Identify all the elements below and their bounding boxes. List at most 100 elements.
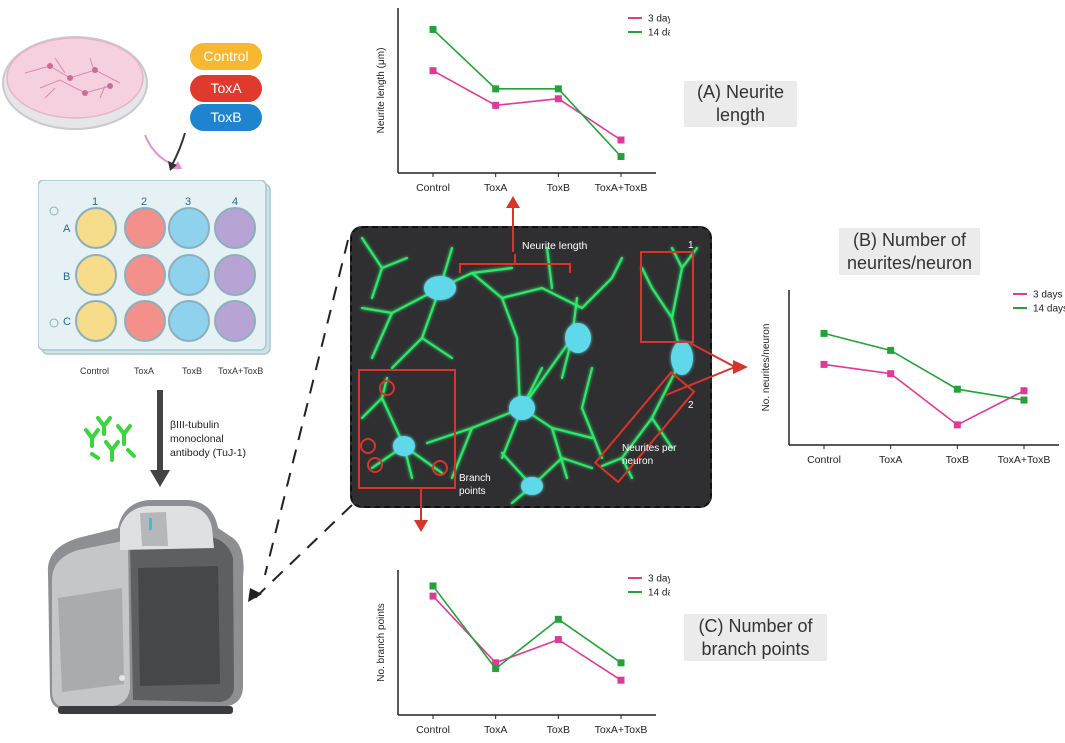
- row-label-c: C: [63, 316, 71, 328]
- antibody-icon: [84, 416, 136, 462]
- x-tick-label: Control: [416, 724, 450, 736]
- panel-c-line2: branch points: [701, 638, 810, 659]
- data-point: [429, 25, 437, 33]
- data-point: [554, 95, 562, 103]
- neurites-line2: neuron: [622, 456, 654, 467]
- antibody-line3: antibody (TuJ-1): [170, 447, 247, 459]
- branch-points-label: Branch points: [459, 472, 491, 498]
- x-tick-label: ToxA+ToxB: [595, 182, 648, 194]
- toxa-pill: ToxA: [190, 75, 262, 102]
- neurite-length-label: Neurite length: [522, 240, 588, 252]
- y-axis-label: No. neurites/neuron: [761, 324, 772, 412]
- data-point: [617, 136, 625, 144]
- toxb-pill: ToxB: [190, 104, 262, 131]
- data-point: [554, 85, 562, 93]
- plate-group-toxa-toxb: ToxA+ToxB: [218, 366, 264, 376]
- arrows-to-plate: [144, 132, 186, 171]
- data-point: [617, 153, 625, 160]
- down-arrow: [150, 390, 170, 487]
- series-line: [432, 595, 622, 681]
- neurites-line1: Neurites per: [622, 443, 677, 454]
- data-point: [492, 665, 500, 673]
- petri-dish: [2, 36, 148, 130]
- legend-label: 14 days: [648, 28, 670, 39]
- legend-label: 3 days: [648, 14, 670, 25]
- well-b3: [168, 254, 210, 296]
- well-a3: [168, 207, 210, 249]
- x-tick-label: ToxB: [547, 182, 570, 194]
- data-point: [887, 370, 895, 378]
- well-b4: [214, 254, 256, 296]
- panel-c-line1: (C) Number of: [698, 615, 813, 636]
- well-c2: [124, 300, 166, 342]
- data-point: [617, 659, 625, 667]
- legend-label: 3 days: [1033, 290, 1062, 301]
- x-tick-label: Control: [807, 454, 841, 466]
- data-point: [953, 421, 961, 429]
- x-tick-label: ToxA: [879, 454, 902, 466]
- data-point: [617, 676, 625, 684]
- data-point: [492, 85, 500, 93]
- neurites-per-neuron-label: Neurites per neuron: [622, 442, 676, 468]
- series-line: [432, 28, 622, 158]
- x-tick-label: ToxA+ToxB: [595, 724, 648, 736]
- x-tick-label: ToxA+ToxB: [998, 454, 1051, 466]
- data-point: [953, 385, 961, 393]
- col-label-2: 2: [141, 196, 148, 208]
- plate-group-control: Control: [80, 366, 110, 376]
- well-c4: [214, 300, 256, 342]
- row-label-a: A: [63, 223, 71, 235]
- data-point: [820, 360, 828, 368]
- plate-group-toxa: ToxA: [134, 366, 155, 376]
- x-tick-label: ToxB: [547, 724, 570, 736]
- legend-label: 14 days: [1033, 304, 1065, 315]
- well-a4: [214, 207, 256, 249]
- well-c3: [168, 300, 210, 342]
- well-b1: [75, 254, 117, 296]
- data-point: [429, 67, 437, 75]
- data-point: [1020, 387, 1028, 395]
- imaging-instrument: [47, 500, 244, 714]
- control-pill: Control: [190, 43, 262, 70]
- branch-points-line2: points: [459, 486, 486, 497]
- legend-label: 3 days: [648, 574, 670, 585]
- panel-c-label: (C) Number of branch points: [684, 614, 827, 661]
- legend-label: 14 days: [648, 588, 670, 599]
- data-point: [820, 329, 828, 337]
- col-label-1: 1: [92, 196, 99, 208]
- panel-a-label: (A) Neurite length: [684, 81, 797, 127]
- panel-a-line2: length: [715, 105, 766, 125]
- box-2-label: 2: [688, 400, 694, 411]
- box-1-label: 1: [688, 240, 694, 251]
- col-label-4: 4: [232, 196, 239, 208]
- y-axis-label: No. branch points: [376, 603, 387, 681]
- antibody-line1: βIII-tubulin: [170, 419, 220, 431]
- data-point: [492, 659, 500, 667]
- x-tick-label: ToxB: [946, 454, 969, 466]
- projection-lines: [248, 239, 353, 602]
- panel-a-line1: (A) Neurite: [696, 82, 785, 102]
- data-point: [554, 636, 562, 644]
- col-label-3: 3: [185, 196, 192, 208]
- series-line: [823, 332, 1025, 401]
- neuron-image: Neurite length Branch points Neurites pe…: [350, 226, 712, 508]
- panel-b-label: (B) Number of neurites/neuron: [839, 228, 980, 275]
- antibody-label: βIII-tubulin monoclonal antibody (TuJ-1): [170, 418, 246, 460]
- well-a2: [124, 207, 166, 249]
- branch-points-line1: Branch: [459, 473, 491, 484]
- x-tick-label: ToxA: [484, 724, 507, 736]
- panel-b-line2: neurites/neuron: [846, 252, 973, 273]
- antibody-line2: monoclonal: [170, 433, 224, 445]
- data-point: [887, 346, 895, 354]
- y-axis-label: Neurite length (μm): [376, 48, 387, 134]
- data-point: [554, 615, 562, 623]
- x-tick-label: Control: [416, 182, 450, 194]
- panel-b-line1: (B) Number of: [852, 229, 967, 250]
- data-point: [492, 101, 500, 109]
- series-line: [823, 363, 1025, 426]
- data-point: [429, 592, 437, 600]
